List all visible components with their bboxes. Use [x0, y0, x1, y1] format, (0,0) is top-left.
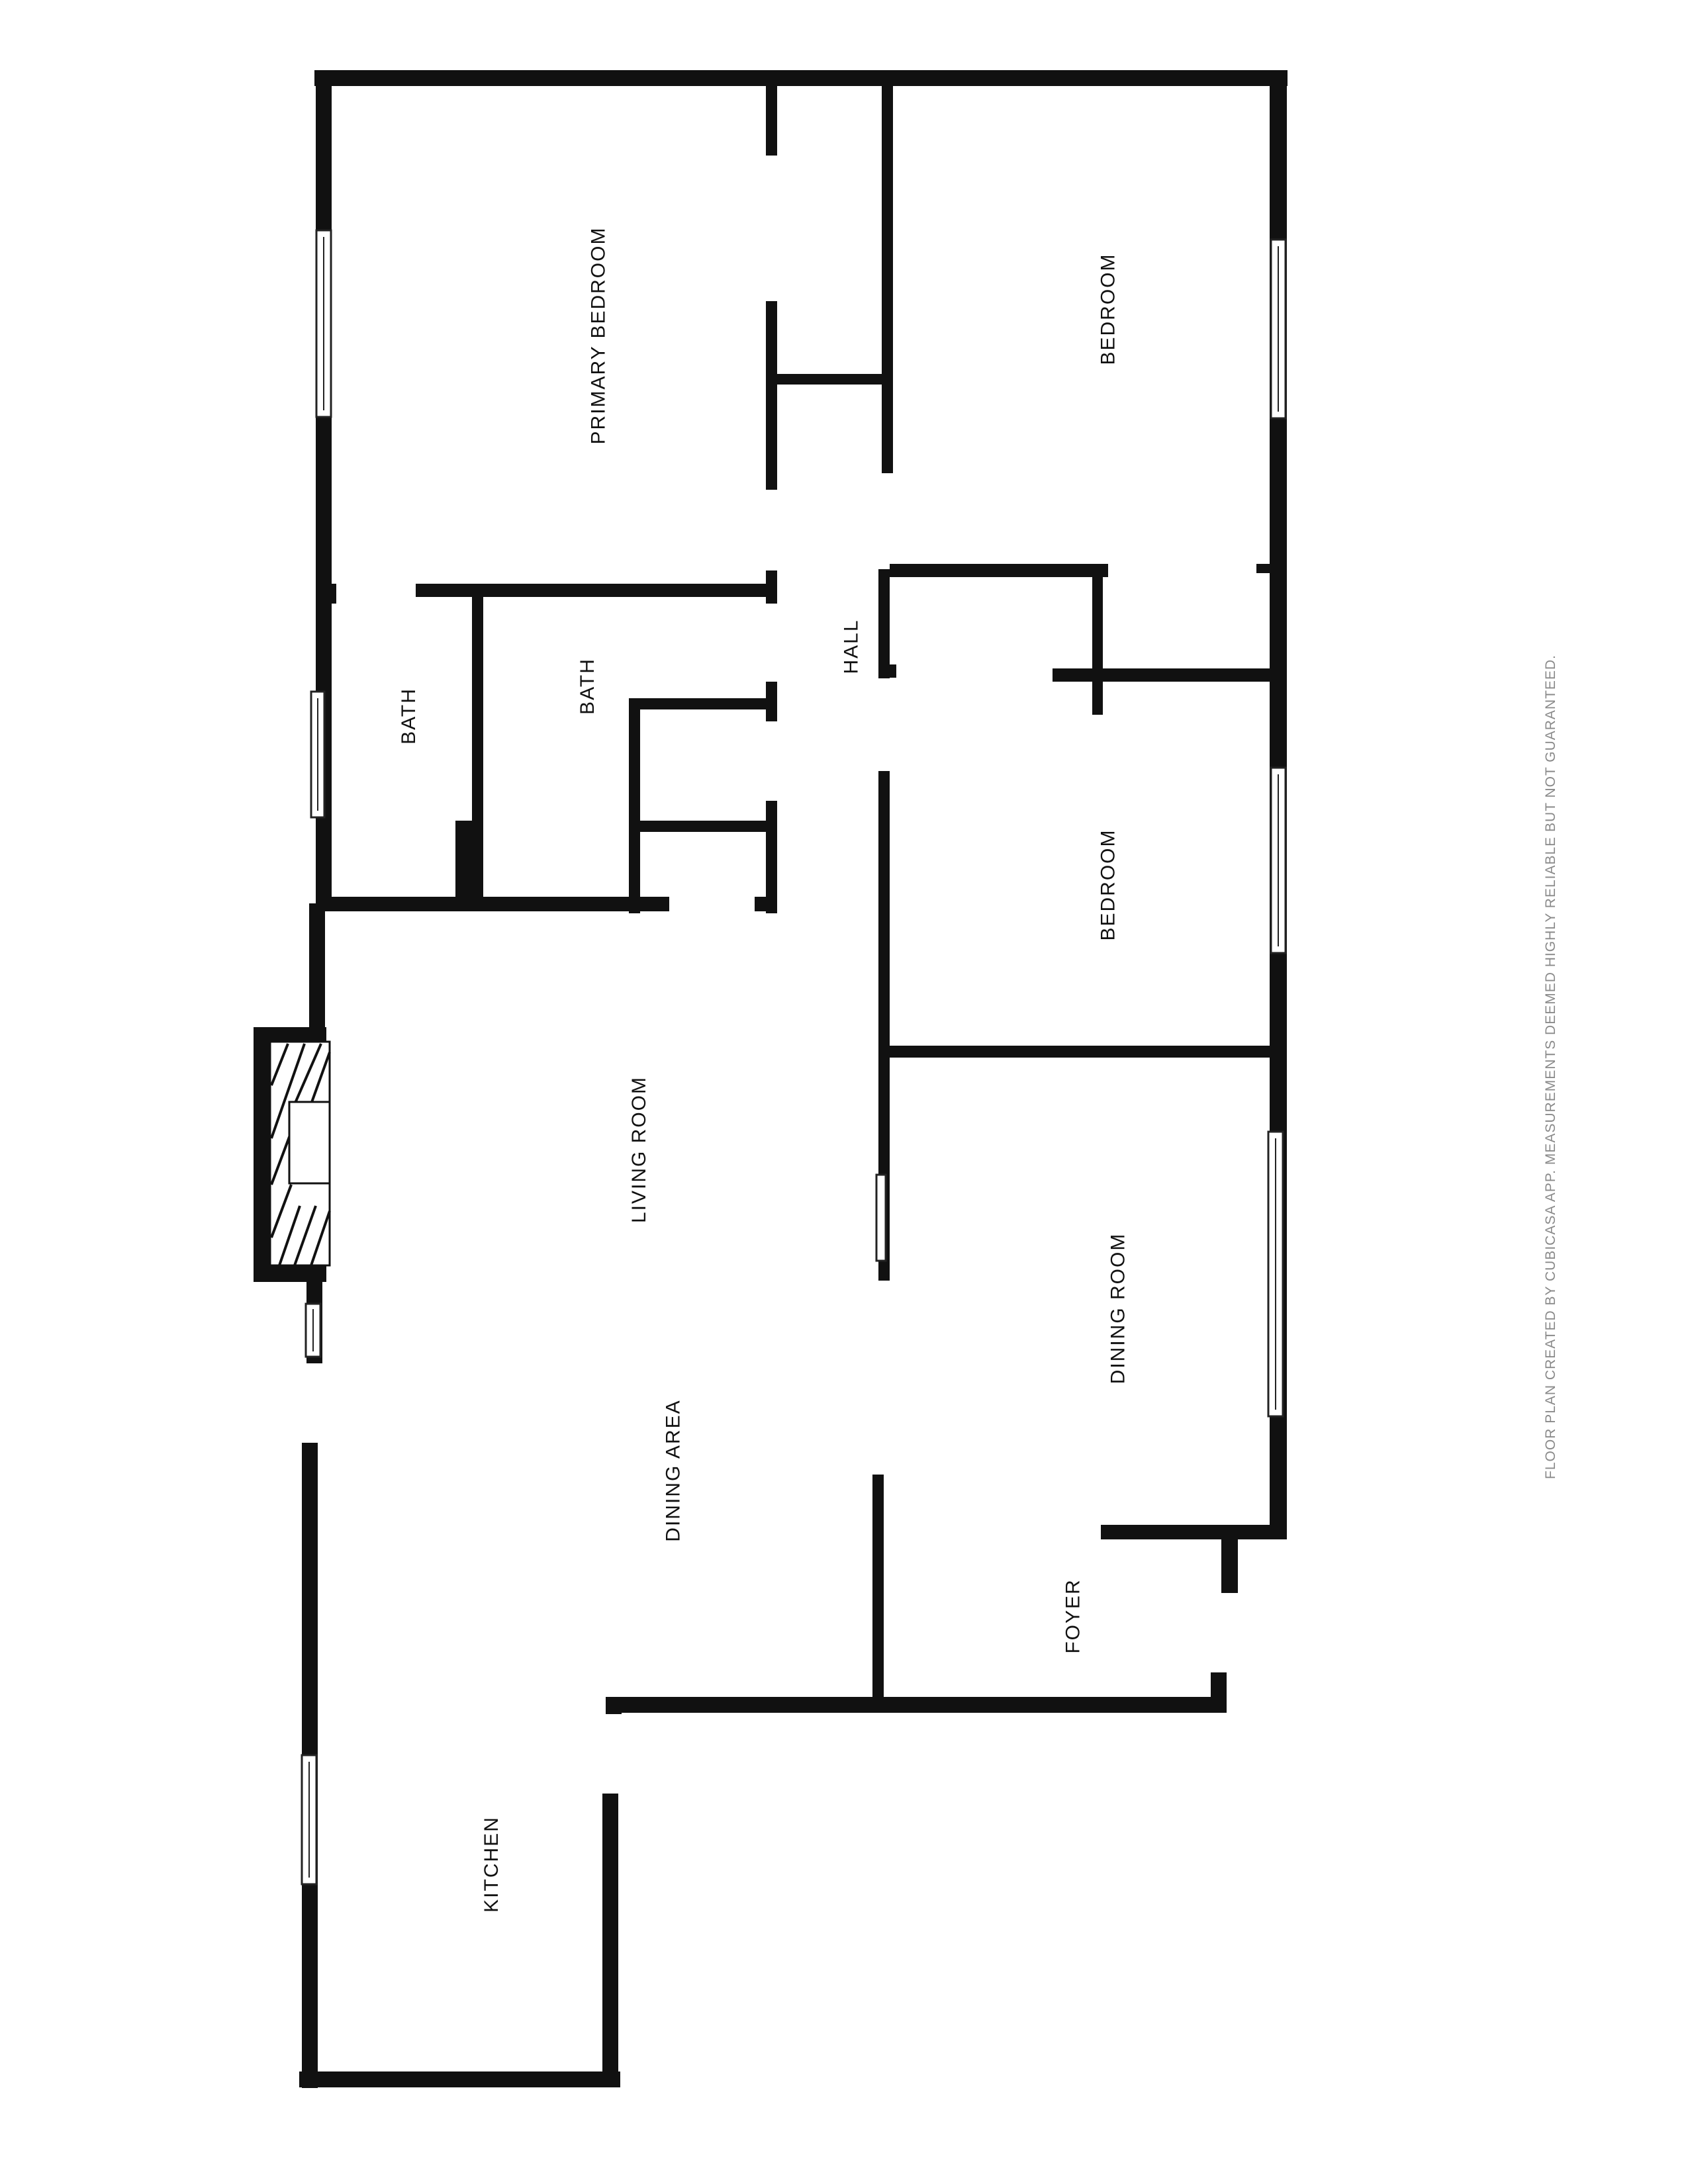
exterior-walls — [299, 70, 1288, 2088]
room-label-hall: HALL — [840, 619, 863, 674]
disclaimer-text: FLOOR PLAN CREATED BY CUBICASA APP. MEAS… — [1542, 655, 1558, 1479]
room-label-bath-2: BATH — [576, 658, 598, 715]
room-label-kitchen: KITCHEN — [480, 1816, 502, 1913]
room-label-living-room: LIVING ROOM — [628, 1075, 651, 1224]
room-label-bath-1: BATH — [397, 688, 420, 745]
room-label-foyer: FOYER — [1062, 1578, 1084, 1654]
room-label-bedroom-1: BEDROOM — [1097, 253, 1119, 365]
room-label-dining-room: DINING ROOM — [1107, 1232, 1129, 1385]
interior-walls — [325, 86, 1271, 1703]
windows — [301, 229, 1287, 1886]
room-label-bedroom-2: BEDROOM — [1097, 829, 1119, 941]
room-label-primary-bedroom: PRIMARY BEDROOM — [587, 226, 610, 445]
fireplace-icon — [254, 1027, 331, 1282]
room-label-dining-area: DINING AREA — [662, 1399, 684, 1542]
